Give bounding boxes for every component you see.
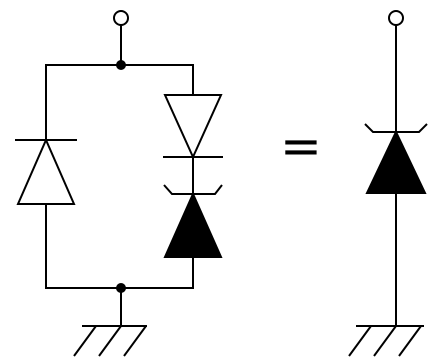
right-ground-hatch-2-icon	[373, 325, 397, 357]
left-zener-diode-icon	[163, 191, 223, 258]
right-ground-icon	[348, 325, 424, 357]
right-ground-hatch-3-icon	[398, 325, 422, 357]
top-terminal-icon	[113, 10, 129, 26]
left-branch-diode-group	[15, 64, 77, 289]
equals-symbol: =	[280, 117, 322, 175]
left-circuit	[15, 10, 223, 357]
left-ground-hatch-3-icon	[123, 325, 147, 357]
right-branch-diode-group	[163, 64, 223, 289]
forward-diode-icon	[163, 94, 223, 160]
left-ground-hatch-1-icon	[73, 325, 97, 357]
right-equivalent-circuit	[348, 10, 428, 357]
left-ground-icon	[73, 287, 147, 357]
top-junction-dot-icon	[116, 60, 126, 70]
right-terminal-icon	[388, 10, 404, 26]
right-ground-hatch-1-icon	[348, 325, 372, 357]
left-ground-hatch-2-icon	[98, 325, 122, 357]
left-diode-icon	[16, 137, 76, 205]
right-zener-diode-icon	[365, 129, 427, 194]
